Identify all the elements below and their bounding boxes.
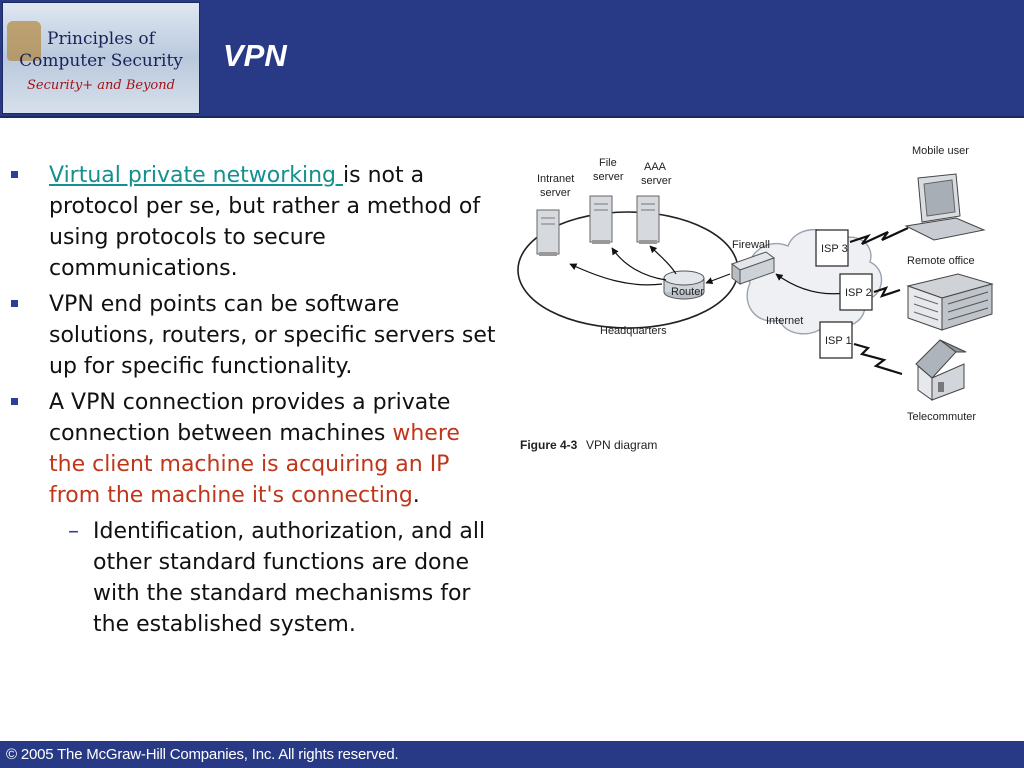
aaa-server-label-line2: server bbox=[641, 175, 672, 187]
wireless-link-icon bbox=[873, 286, 901, 298]
highlighted-text: where the client machine is acquiring an… bbox=[49, 421, 460, 508]
file-server-icon bbox=[589, 195, 613, 244]
isp1-label: ISP 1 bbox=[825, 335, 852, 347]
intranet-server-label-line2: server bbox=[540, 187, 571, 199]
mobile-user-label: Mobile user bbox=[912, 145, 969, 157]
intranet-server-label: Intranet bbox=[537, 173, 574, 185]
padlock-icon bbox=[7, 21, 41, 61]
bullet-text: VPN end points can be software solutions… bbox=[49, 292, 496, 379]
bullet-text-end: . bbox=[412, 483, 420, 508]
square-bullet-icon bbox=[11, 398, 18, 405]
isp1-box bbox=[819, 321, 853, 359]
aaa-server-label: AAA bbox=[644, 161, 667, 173]
intranet-server-icon bbox=[536, 209, 560, 256]
slide-title: VPN bbox=[223, 38, 287, 73]
wireless-link-icon bbox=[849, 227, 909, 245]
firewall-label: Firewall bbox=[732, 239, 770, 251]
figure-number: Figure 4-3 bbox=[520, 438, 578, 452]
footer-bar: © 2005 The McGraw-Hill Companies, Inc. A… bbox=[0, 741, 1024, 768]
aaa-server-icon bbox=[636, 195, 660, 244]
header-divider bbox=[0, 116, 1024, 118]
isp3-box bbox=[815, 229, 849, 267]
bullet-list: Virtual private networking is not a prot… bbox=[8, 160, 500, 640]
bullet-item: VPN end points can be software solutions… bbox=[8, 289, 500, 382]
sub-bullet-text: Identification, authorization, and all o… bbox=[93, 519, 486, 637]
logo-subtitle: Security+ and Beyond bbox=[27, 78, 175, 93]
telecommuter-label: Telecommuter bbox=[907, 411, 976, 423]
vpn-diagram: Router ISP 3 ISP 2 ISP 1 bbox=[517, 145, 994, 452]
vpn-link[interactable]: Virtual private networking bbox=[49, 163, 344, 188]
figure-title: VPN diagram bbox=[586, 438, 657, 452]
house-icon bbox=[915, 339, 967, 401]
logo-title-line1: Principles of bbox=[47, 29, 155, 49]
bullet-text: is not a protocol per se, but rather a m… bbox=[49, 163, 481, 281]
firewall-icon bbox=[730, 251, 776, 285]
file-server-label: File bbox=[599, 157, 617, 169]
header-bar: Principles of Computer Security Security… bbox=[0, 0, 1024, 116]
laptop-icon bbox=[904, 173, 986, 241]
wireless-link-icon bbox=[853, 342, 903, 376]
copyright-text: © 2005 The McGraw-Hill Companies, Inc. A… bbox=[6, 746, 399, 763]
sub-bullet-item: – Identification, authorization, and all… bbox=[8, 516, 500, 640]
square-bullet-icon bbox=[11, 171, 18, 178]
bullet-item: A VPN connection provides a private conn… bbox=[8, 387, 500, 511]
remote-office-label: Remote office bbox=[907, 255, 975, 267]
office-building-icon bbox=[906, 273, 994, 331]
dash-bullet-icon: – bbox=[68, 519, 79, 544]
logo-title-line2: Computer Security bbox=[19, 51, 183, 71]
square-bullet-icon bbox=[11, 300, 18, 307]
bullet-text: A VPN connection provides a private conn… bbox=[49, 390, 451, 446]
isp2-label: ISP 2 bbox=[845, 287, 872, 299]
headquarters-label: Headquarters bbox=[600, 325, 667, 337]
file-server-label-line2: server bbox=[593, 171, 624, 183]
bullet-item: Virtual private networking is not a prot… bbox=[8, 160, 500, 284]
router-label: Router bbox=[671, 286, 704, 298]
internet-label: Internet bbox=[766, 315, 803, 327]
book-logo: Principles of Computer Security Security… bbox=[2, 2, 200, 114]
isp2-box bbox=[839, 273, 873, 311]
isp3-label: ISP 3 bbox=[821, 243, 848, 255]
router-icon bbox=[663, 270, 705, 300]
